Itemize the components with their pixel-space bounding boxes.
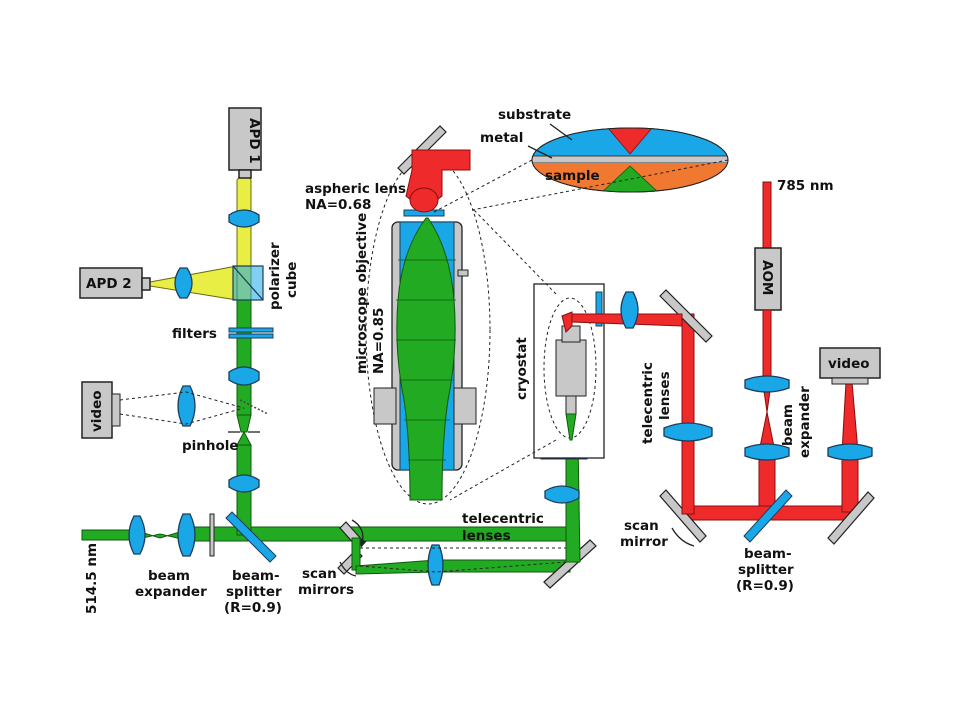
beam-splitter-right-label-2: splitter (738, 562, 794, 578)
lens-upper (228, 366, 260, 386)
beam-splitter-left (225, 511, 277, 563)
objective-label-1: microscope objective (354, 213, 370, 374)
red-beam-vertical-right (681, 313, 695, 515)
objective-zoom-ellipse (365, 155, 491, 505)
metal-layer (532, 155, 728, 164)
beam-expander-right-label-2: expander (797, 386, 813, 458)
apd2-connector (141, 277, 151, 291)
red-spot-zoom (607, 128, 653, 155)
telecentric-bottom-label-2: lenses (462, 528, 511, 544)
apd1-lens (228, 209, 260, 228)
yellow-beam-horizontal (149, 265, 238, 301)
lens-lower (228, 474, 260, 493)
apd1-connector (238, 169, 252, 179)
flip-mirror (239, 399, 269, 415)
apd2-box (79, 267, 143, 299)
cryostat-label: cryostat (514, 337, 530, 400)
scan-mirror-1-rotation (351, 519, 367, 548)
apd1-box (228, 107, 262, 171)
filter-1 (228, 327, 274, 333)
scan-mirror-right-rotation (671, 527, 695, 547)
beam-expander-left-label-1: beam (148, 568, 190, 584)
scan-mirror-right (659, 489, 707, 543)
scan-mirrors-label-2: mirrors (298, 582, 354, 598)
apd2-label: APD 2 (86, 276, 132, 292)
cube-label: cube (284, 262, 300, 298)
video-right-label: video (828, 356, 870, 372)
red-expander-lens-1 (744, 375, 790, 393)
beam-splitter-right (743, 489, 793, 543)
cryostat-objective (555, 339, 587, 397)
beam-splitter-left-label-3: (R=0.9) (224, 600, 282, 616)
red-beam-cryostat-in (561, 311, 573, 333)
pinhole-label: pinhole (182, 438, 239, 454)
mirror-video-right (827, 491, 875, 545)
red-expander-lens-2 (744, 443, 790, 461)
beam-expander-right-label-1: beam (780, 404, 796, 446)
green-beam-input (81, 529, 135, 541)
scan-mirror-right-label-2: mirror (620, 534, 668, 550)
beam-splitter-right-label-3: (R=0.9) (736, 578, 794, 594)
zoom-lines-cryostat (449, 209, 557, 501)
zoom-lines-sample (433, 159, 729, 213)
red-beam-input (762, 181, 772, 249)
video-right-lens (827, 443, 873, 461)
cryostat-lens-lower (544, 485, 580, 504)
cryostat-red-lens (620, 291, 639, 329)
beam-expander-lens-2 (177, 513, 196, 557)
aom-box (754, 247, 782, 311)
objective-knob-left (373, 387, 397, 425)
aspheric-lens (409, 187, 439, 213)
telecentric-lens-bottom (427, 544, 444, 586)
apd1-label: APD 1 (246, 118, 262, 164)
green-beam-cryostat-inner (565, 413, 577, 441)
telecentric-lens-right (663, 422, 713, 442)
aspheric-lens-label-2: NA=0.68 (305, 197, 371, 213)
sample-label: sample (545, 168, 600, 184)
beam-splitter-right-label-1: beam- (744, 546, 792, 562)
beam-splitter-left-label-2: splitter (226, 584, 282, 600)
green-beam-scan-vertical (351, 537, 361, 571)
cryostat-side-window (595, 291, 603, 327)
polarizer-label: polarizer (267, 242, 283, 310)
beam-expander-lens-1 (128, 515, 146, 555)
scan-rays-bottom (359, 547, 567, 573)
aom-label: AOM (759, 260, 775, 295)
video-left-connector (111, 393, 121, 427)
telecentric-bottom-label-1: telecentric (462, 511, 544, 527)
video-left-rays (119, 391, 245, 425)
filter-2 (228, 333, 274, 339)
video-right-connector (831, 377, 869, 385)
apd2-lens (174, 267, 193, 299)
iris (209, 513, 215, 557)
green-beam-pinhole-cone (236, 414, 252, 433)
green-beam-bottom (355, 559, 571, 575)
wavelength-red-label: 785 nm (777, 178, 834, 194)
video-left-box (81, 381, 113, 439)
substrate-label: substrate (498, 107, 571, 123)
video-left-label: video (89, 390, 105, 432)
filters-label: filters (172, 326, 217, 342)
beam-expander-left-label-2: expander (135, 584, 207, 600)
red-beam-aom-down (762, 309, 772, 413)
scan-mirror-2-rotation (339, 561, 357, 577)
video-right-box (819, 347, 881, 379)
telecentric-right-label-1: telecentric (640, 362, 656, 444)
telecentric-right-label-2: lenses (657, 371, 673, 420)
scan-mirror-right-label-1: scan (624, 518, 659, 534)
green-beam-vertical-middle (236, 299, 252, 416)
green-spot-zoom (598, 165, 662, 192)
metal-label: metal (480, 130, 523, 146)
scan-mirrors-label-1: scan (302, 566, 337, 582)
beam-splitter-left-label-1: beam- (232, 568, 280, 584)
green-beam-pinhole-lower (236, 430, 252, 446)
objective-label-2: NA=0.85 (371, 308, 387, 374)
aspheric-lens-label-1: aspheric lens (305, 181, 406, 197)
objective-knob-right (453, 387, 477, 425)
mirror-upper-right (659, 289, 713, 343)
wavelength-green-label: 514.5 nm (84, 543, 100, 614)
